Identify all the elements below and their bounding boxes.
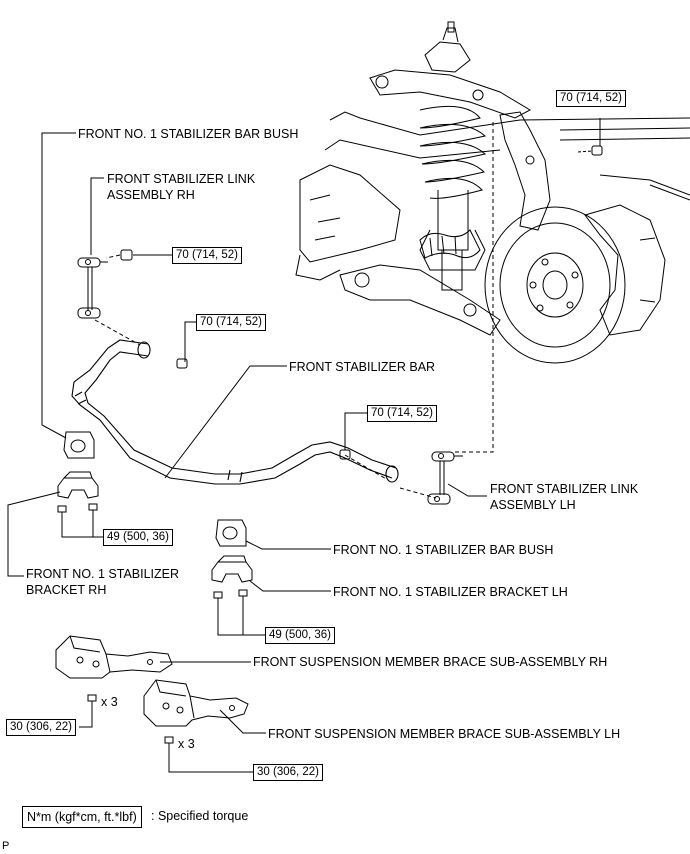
bush-rh [63, 431, 95, 459]
bush-lh [215, 519, 247, 547]
bracket-lh [211, 555, 253, 583]
torque-box-link-rh-bottom: 70 (714, 52) [196, 314, 267, 331]
label-link-rh-line1: FRONT STABILIZER LINK [107, 172, 256, 186]
knuckle-nut [577, 145, 603, 156]
label-link-rh-line2: ASSEMBLY RH [107, 188, 195, 202]
torque-box-link-rh-top: 70 (714, 52) [172, 247, 243, 264]
torque-box-brace-rh: 30 (306, 22) [6, 719, 77, 736]
label-stabilizer-bar: FRONT STABILIZER BAR [289, 360, 436, 374]
brace-lh [143, 679, 249, 727]
stabilizer-bar [71, 339, 399, 485]
stabilizer-link-rh [77, 257, 108, 319]
stabilizer-link-lh [427, 451, 463, 505]
dashed-alignment-lines [94, 122, 494, 499]
brace-rh [55, 635, 173, 679]
label-bracket-rh-line2: BRACKET RH [26, 583, 107, 597]
nut-link-rh-top [120, 249, 133, 261]
label-bracket-rh-line1: FRONT NO. 1 STABILIZER [26, 567, 180, 581]
torque-box-bracket-lh: 49 (500, 36) [265, 627, 336, 644]
corner-mark: P [2, 840, 10, 852]
label-bracket-lh: FRONT NO. 1 STABILIZER BRACKET LH [333, 585, 568, 599]
multiplier-brace-lh: x 3 [178, 737, 195, 751]
suspension-assembly-illustration [295, 21, 690, 364]
label-brace-lh: FRONT SUSPENSION MEMBER BRACE SUB-ASSEMB… [268, 727, 621, 741]
label-brace-rh: FRONT SUSPENSION MEMBER BRACE SUB-ASSEMB… [253, 655, 608, 669]
label-link-lh-line1: FRONT STABILIZER LINK [490, 482, 639, 496]
legend-description: : Specified torque [151, 809, 249, 823]
torque-box-bracket-rh: 49 (500, 36) [103, 529, 174, 546]
bolts-bracket-lh [213, 589, 248, 606]
bolt-brace-lh [164, 736, 174, 752]
bracket-rh [57, 471, 99, 499]
label-bush-rh-top: FRONT NO. 1 STABILIZER BAR BUSH [78, 127, 299, 141]
legend-unit-box: N*m (kgf*cm, ft.*lbf) [22, 806, 142, 828]
torque-box-link-lh-bottom: 70 (714, 52) [367, 405, 438, 422]
bolt-brace-rh [87, 694, 97, 710]
bolts-bracket-rh [57, 503, 98, 520]
label-bush-lh: FRONT NO. 1 STABILIZER BAR BUSH [333, 543, 554, 557]
torque-box-brace-lh: 30 (306, 22) [253, 764, 324, 781]
multiplier-brace-rh: x 3 [101, 695, 118, 709]
label-link-lh-line2: ASSEMBLY LH [490, 498, 576, 512]
leader-lines [7, 118, 601, 773]
nut-bar-lh-end [339, 449, 351, 460]
torque-box-knuckle-nut: 70 (714, 52) [556, 90, 627, 107]
nut-bar-rh-end [176, 358, 188, 369]
